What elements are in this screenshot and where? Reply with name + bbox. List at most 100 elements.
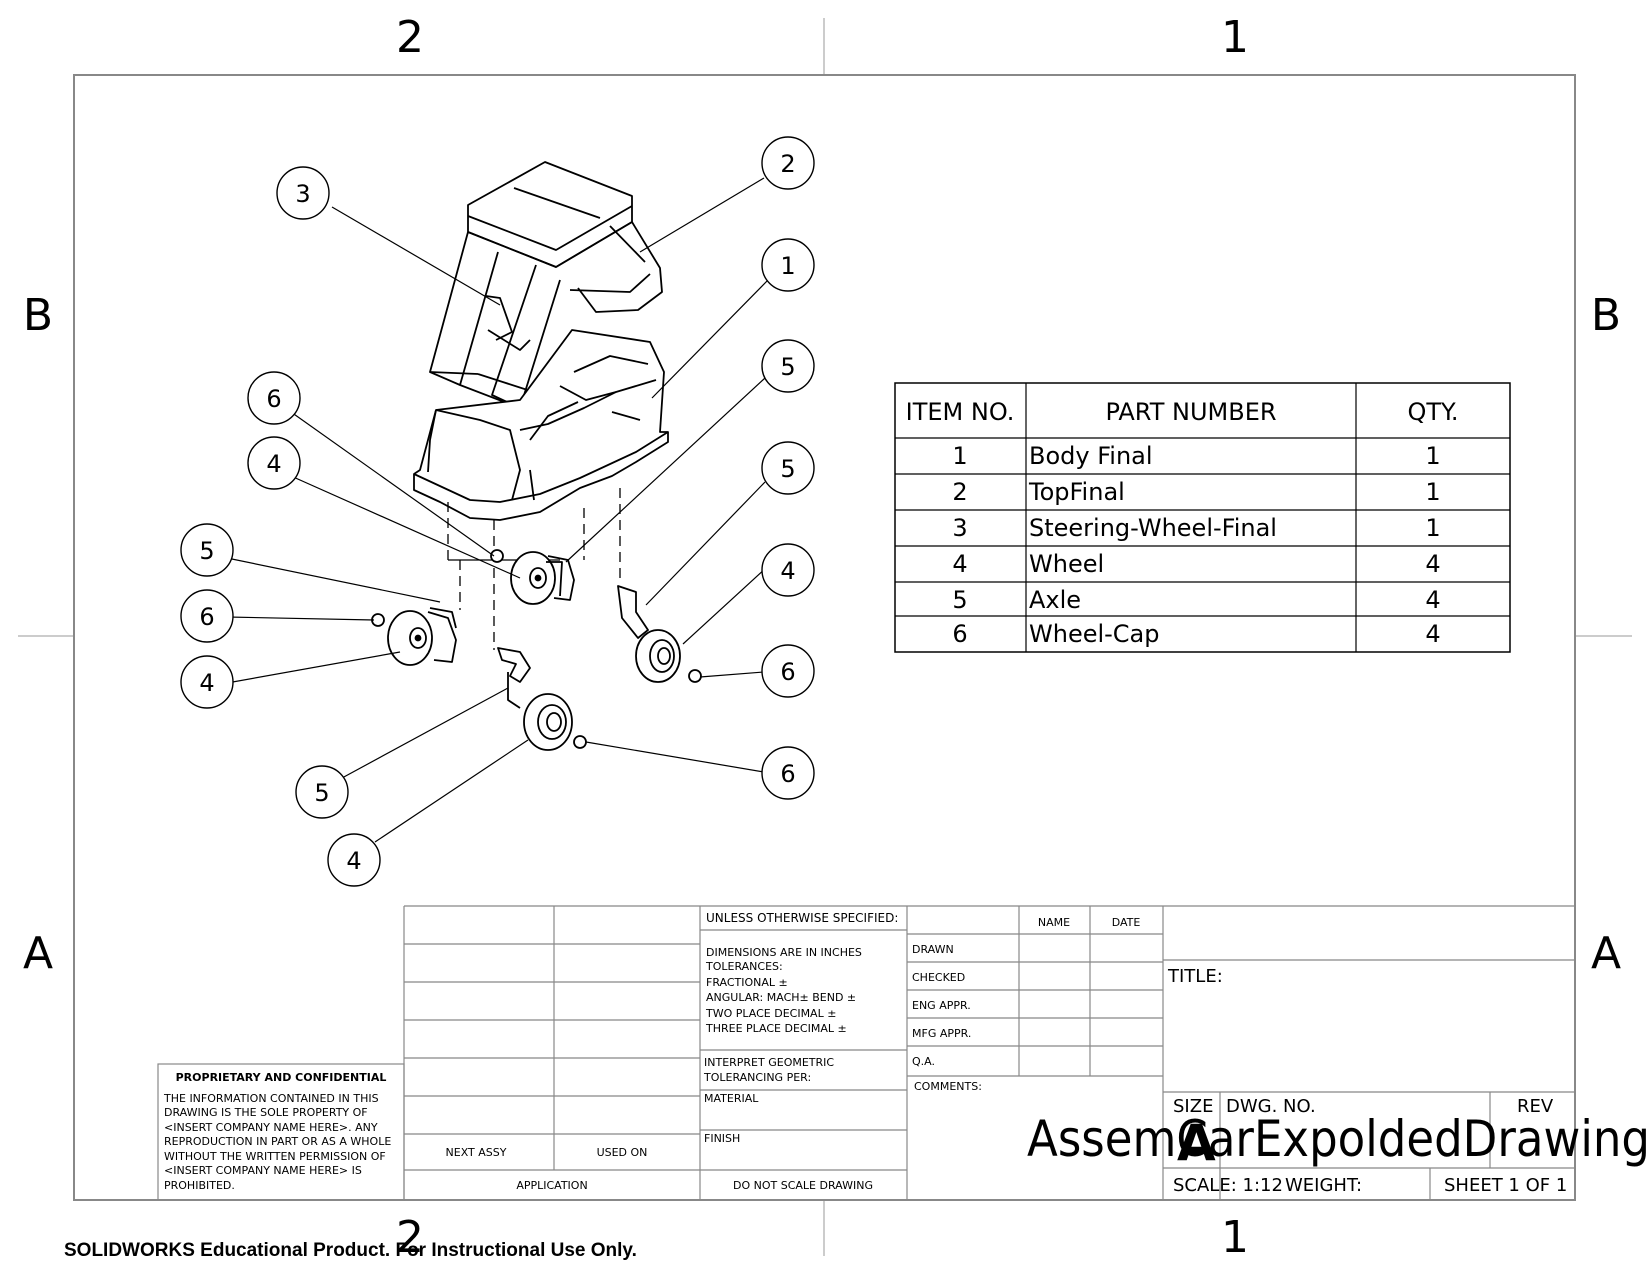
unless-specified-label: UNLESS OTHERWISE SPECIFIED: — [706, 911, 898, 925]
balloon-circle — [761, 746, 815, 800]
proprietary-line: PROHIBITED. — [164, 1179, 235, 1192]
wheel-left — [371, 607, 457, 666]
bom-item: 6 — [952, 620, 967, 648]
balloon-label: 5 — [199, 537, 214, 565]
balloon-label: 5 — [780, 353, 795, 381]
bom-header-part: PART NUMBER — [1105, 398, 1276, 426]
balloon-circle — [761, 238, 815, 292]
balloon-leaders — [226, 177, 769, 843]
scale-label: SCALE: 1:12 — [1173, 1175, 1283, 1196]
balloon-label: 5 — [314, 779, 329, 807]
mfg-appr-label: MFG APPR. — [912, 1027, 971, 1040]
name-column-label: NAME — [1038, 916, 1070, 929]
bom-part: Axle — [1029, 586, 1081, 614]
used-on-label: USED ON — [597, 1146, 648, 1159]
balloon-label: 1 — [780, 252, 795, 280]
wheel-bottom — [497, 647, 587, 751]
wheel-right — [617, 585, 702, 683]
wheel-front-center — [490, 549, 575, 605]
bom-header-item: ITEM NO. — [906, 398, 1015, 426]
balloon-circle — [761, 136, 815, 190]
balloons — [180, 136, 815, 887]
balloon-circle — [180, 655, 234, 709]
balloon-circle — [276, 166, 330, 220]
balloon-circle — [247, 371, 301, 425]
angular-label: ANGULAR: MACH± BEND ± — [706, 991, 856, 1004]
bom-qty: 1 — [1425, 442, 1440, 470]
do-not-scale-label: DO NOT SCALE DRAWING — [733, 1179, 873, 1192]
two-place-label: TWO PLACE DECIMAL ± — [705, 1007, 836, 1020]
drawn-label: DRAWN — [912, 943, 954, 956]
zone-label-bottom-1: 1 — [1221, 1212, 1249, 1263]
zone-label-top-1: 1 — [1221, 12, 1249, 63]
zone-label-right-a: A — [1591, 928, 1621, 979]
zone-label-left-b: B — [23, 290, 53, 341]
bom-part: Wheel-Cap — [1029, 620, 1160, 648]
bom-part: Steering-Wheel-Final — [1029, 514, 1277, 542]
body-part-illustration — [413, 329, 669, 521]
balloon-label: 4 — [346, 847, 361, 875]
bom-qty: 1 — [1425, 478, 1440, 506]
next-assy-label: NEXT ASSY — [446, 1146, 507, 1159]
bom-qty: 4 — [1425, 586, 1440, 614]
drawing-number: AssemCarExpoldedDrawing — [1027, 1110, 1650, 1168]
balloon-circle — [180, 589, 234, 643]
bom-table: ITEM NO. PART NUMBER QTY. 1 Body Final 1… — [894, 382, 1511, 653]
proprietary-title: PROPRIETARY AND CONFIDENTIAL — [176, 1071, 387, 1084]
bom-header-qty: QTY. — [1408, 398, 1459, 426]
proprietary-line: <INSERT COMPANY NAME HERE>. ANY — [164, 1121, 378, 1134]
bom-item: 2 — [952, 478, 967, 506]
top-part-illustration — [429, 161, 663, 409]
tolerances-label: TOLERANCES: — [705, 960, 783, 973]
balloon-label: 6 — [780, 760, 795, 788]
checked-label: CHECKED — [912, 971, 965, 984]
bom-part: Wheel — [1029, 550, 1104, 578]
three-place-label: THREE PLACE DECIMAL ± — [705, 1022, 847, 1035]
balloon-circle — [761, 339, 815, 393]
balloon-label: 5 — [780, 455, 795, 483]
balloon-label: 6 — [199, 603, 214, 631]
balloon-circle — [247, 436, 301, 490]
eng-appr-label: ENG APPR. — [912, 999, 971, 1012]
balloon-circle — [327, 833, 381, 887]
balloon-label: 4 — [780, 557, 795, 585]
zone-label-left-a: A — [23, 928, 53, 979]
car-exploded-view — [371, 161, 702, 751]
sheet-border — [73, 74, 1576, 1201]
tolerancing-per-label: TOLERANCING PER: — [703, 1071, 811, 1084]
fractional-label: FRACTIONAL ± — [706, 976, 788, 989]
bom-item: 4 — [952, 550, 967, 578]
interpret-label: INTERPRET GEOMETRIC — [704, 1056, 834, 1069]
bom-qty: 4 — [1425, 620, 1440, 648]
application-label: APPLICATION — [516, 1179, 587, 1192]
zone-ticks — [18, 18, 1632, 1256]
bom-part: Body Final — [1029, 442, 1153, 470]
balloon-circle — [761, 543, 815, 597]
balloon-label: 6 — [780, 658, 795, 686]
educational-watermark: SOLIDWORKS Educational Product. For Inst… — [64, 1240, 637, 1261]
balloon-label: 4 — [199, 669, 214, 697]
bom-item: 3 — [952, 514, 967, 542]
title-block-text: UNLESS OTHERWISE SPECIFIED: DIMENSIONS A… — [163, 911, 1650, 1196]
balloon-circle — [761, 644, 815, 698]
size-value: A — [1177, 1114, 1216, 1172]
comments-label: COMMENTS: — [914, 1080, 982, 1093]
proprietary-line: DRAWING IS THE SOLE PROPERTY OF — [164, 1106, 368, 1119]
size-label: SIZE — [1173, 1096, 1213, 1117]
date-column-label: DATE — [1112, 916, 1141, 929]
proprietary-line: WITHOUT THE WRITTEN PERMISSION OF — [164, 1150, 386, 1163]
material-label: MATERIAL — [704, 1092, 759, 1105]
qa-label: Q.A. — [912, 1055, 935, 1068]
dimensions-note: DIMENSIONS ARE IN INCHES — [706, 946, 862, 959]
balloon-label: 2 — [780, 150, 795, 178]
assembly-trail-lines — [447, 488, 621, 650]
balloon-label: 6 — [266, 385, 281, 413]
title-label: TITLE: — [1167, 966, 1223, 987]
dwg-no-label: DWG. NO. — [1226, 1096, 1316, 1117]
rev-label: REV — [1517, 1096, 1554, 1117]
finish-label: FINISH — [704, 1132, 740, 1145]
bom-qty: 1 — [1425, 514, 1440, 542]
bom-item: 1 — [952, 442, 967, 470]
sheet-label: SHEET 1 OF 1 — [1444, 1175, 1567, 1196]
zone-label-top-2: 2 — [396, 12, 424, 63]
